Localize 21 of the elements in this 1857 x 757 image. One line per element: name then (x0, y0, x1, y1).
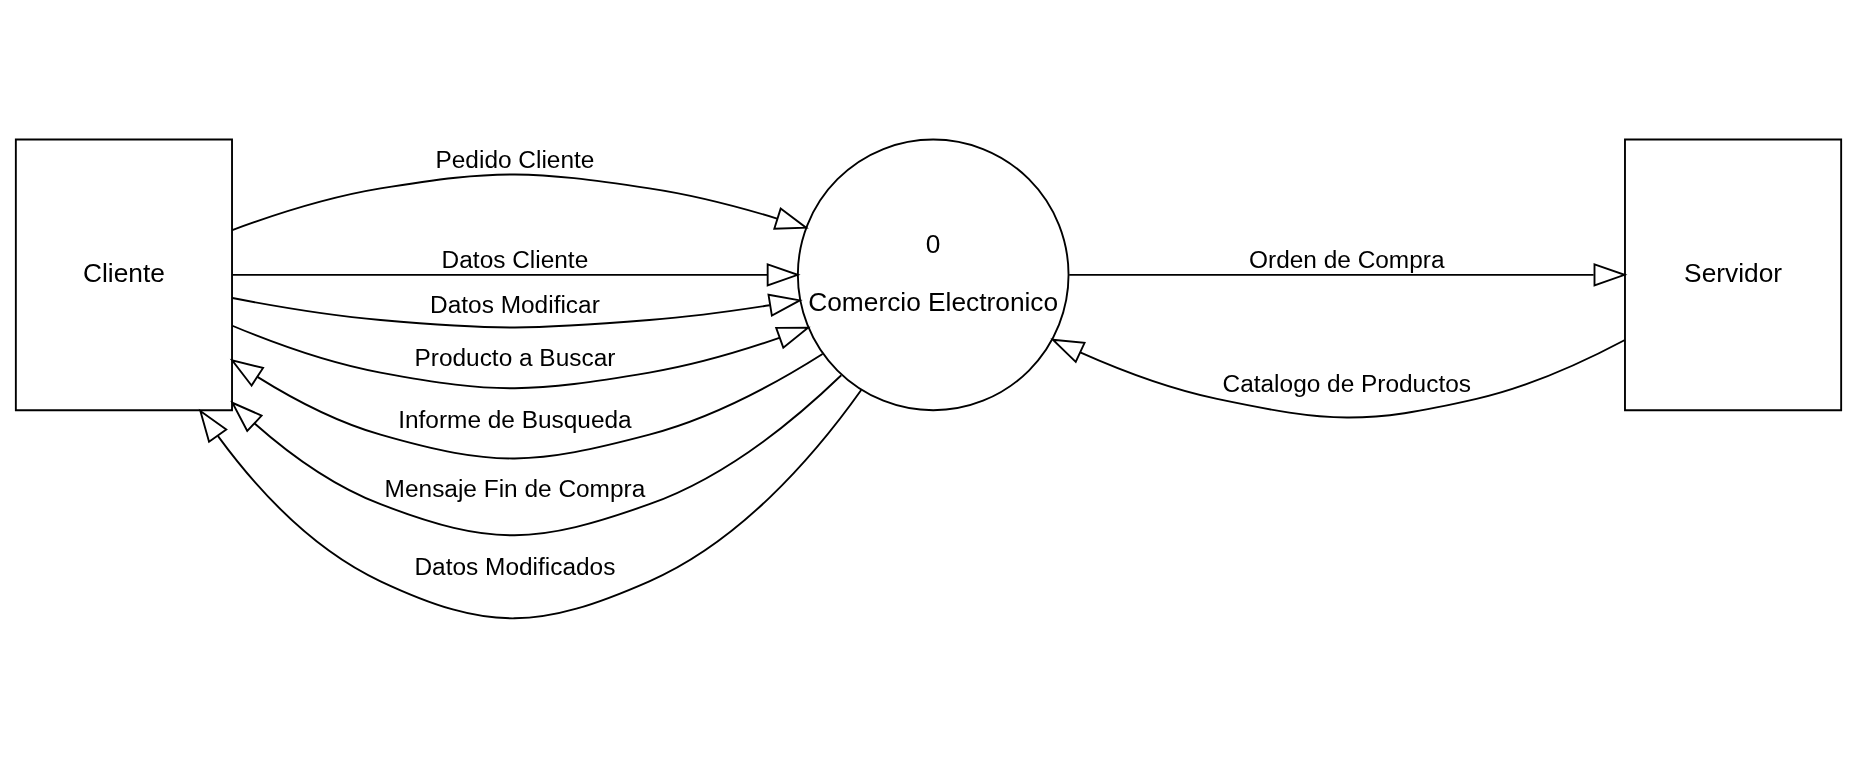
edge-label: Orden de Compra (1249, 245, 1445, 273)
arrow (230, 373, 843, 536)
node-box: Servidor (1624, 138, 1843, 411)
arrow (198, 388, 863, 619)
edge-label: Informe de Busqueda (398, 405, 632, 433)
arrow (231, 173, 809, 231)
arrow (231, 324, 811, 389)
arrow (231, 262, 801, 287)
arrow (1068, 262, 1628, 287)
arrow (1050, 338, 1626, 418)
edge-label: Pedido Cliente (435, 145, 595, 173)
edge-label: Datos Cliente (441, 245, 589, 273)
edge-label: Datos Modificar (430, 290, 600, 318)
edge-label: Mensaje Fin de Compra (384, 474, 646, 502)
node-circle: 0 Comercio Electronico (796, 138, 1070, 411)
node-box: Cliente (14, 138, 233, 411)
arrow (229, 352, 824, 459)
edge-label: Catalogo de Productos (1222, 369, 1471, 397)
edge-label: Producto a Buscar (414, 343, 616, 371)
edge-label: Datos Modificados (414, 552, 616, 580)
arrow (231, 293, 803, 328)
